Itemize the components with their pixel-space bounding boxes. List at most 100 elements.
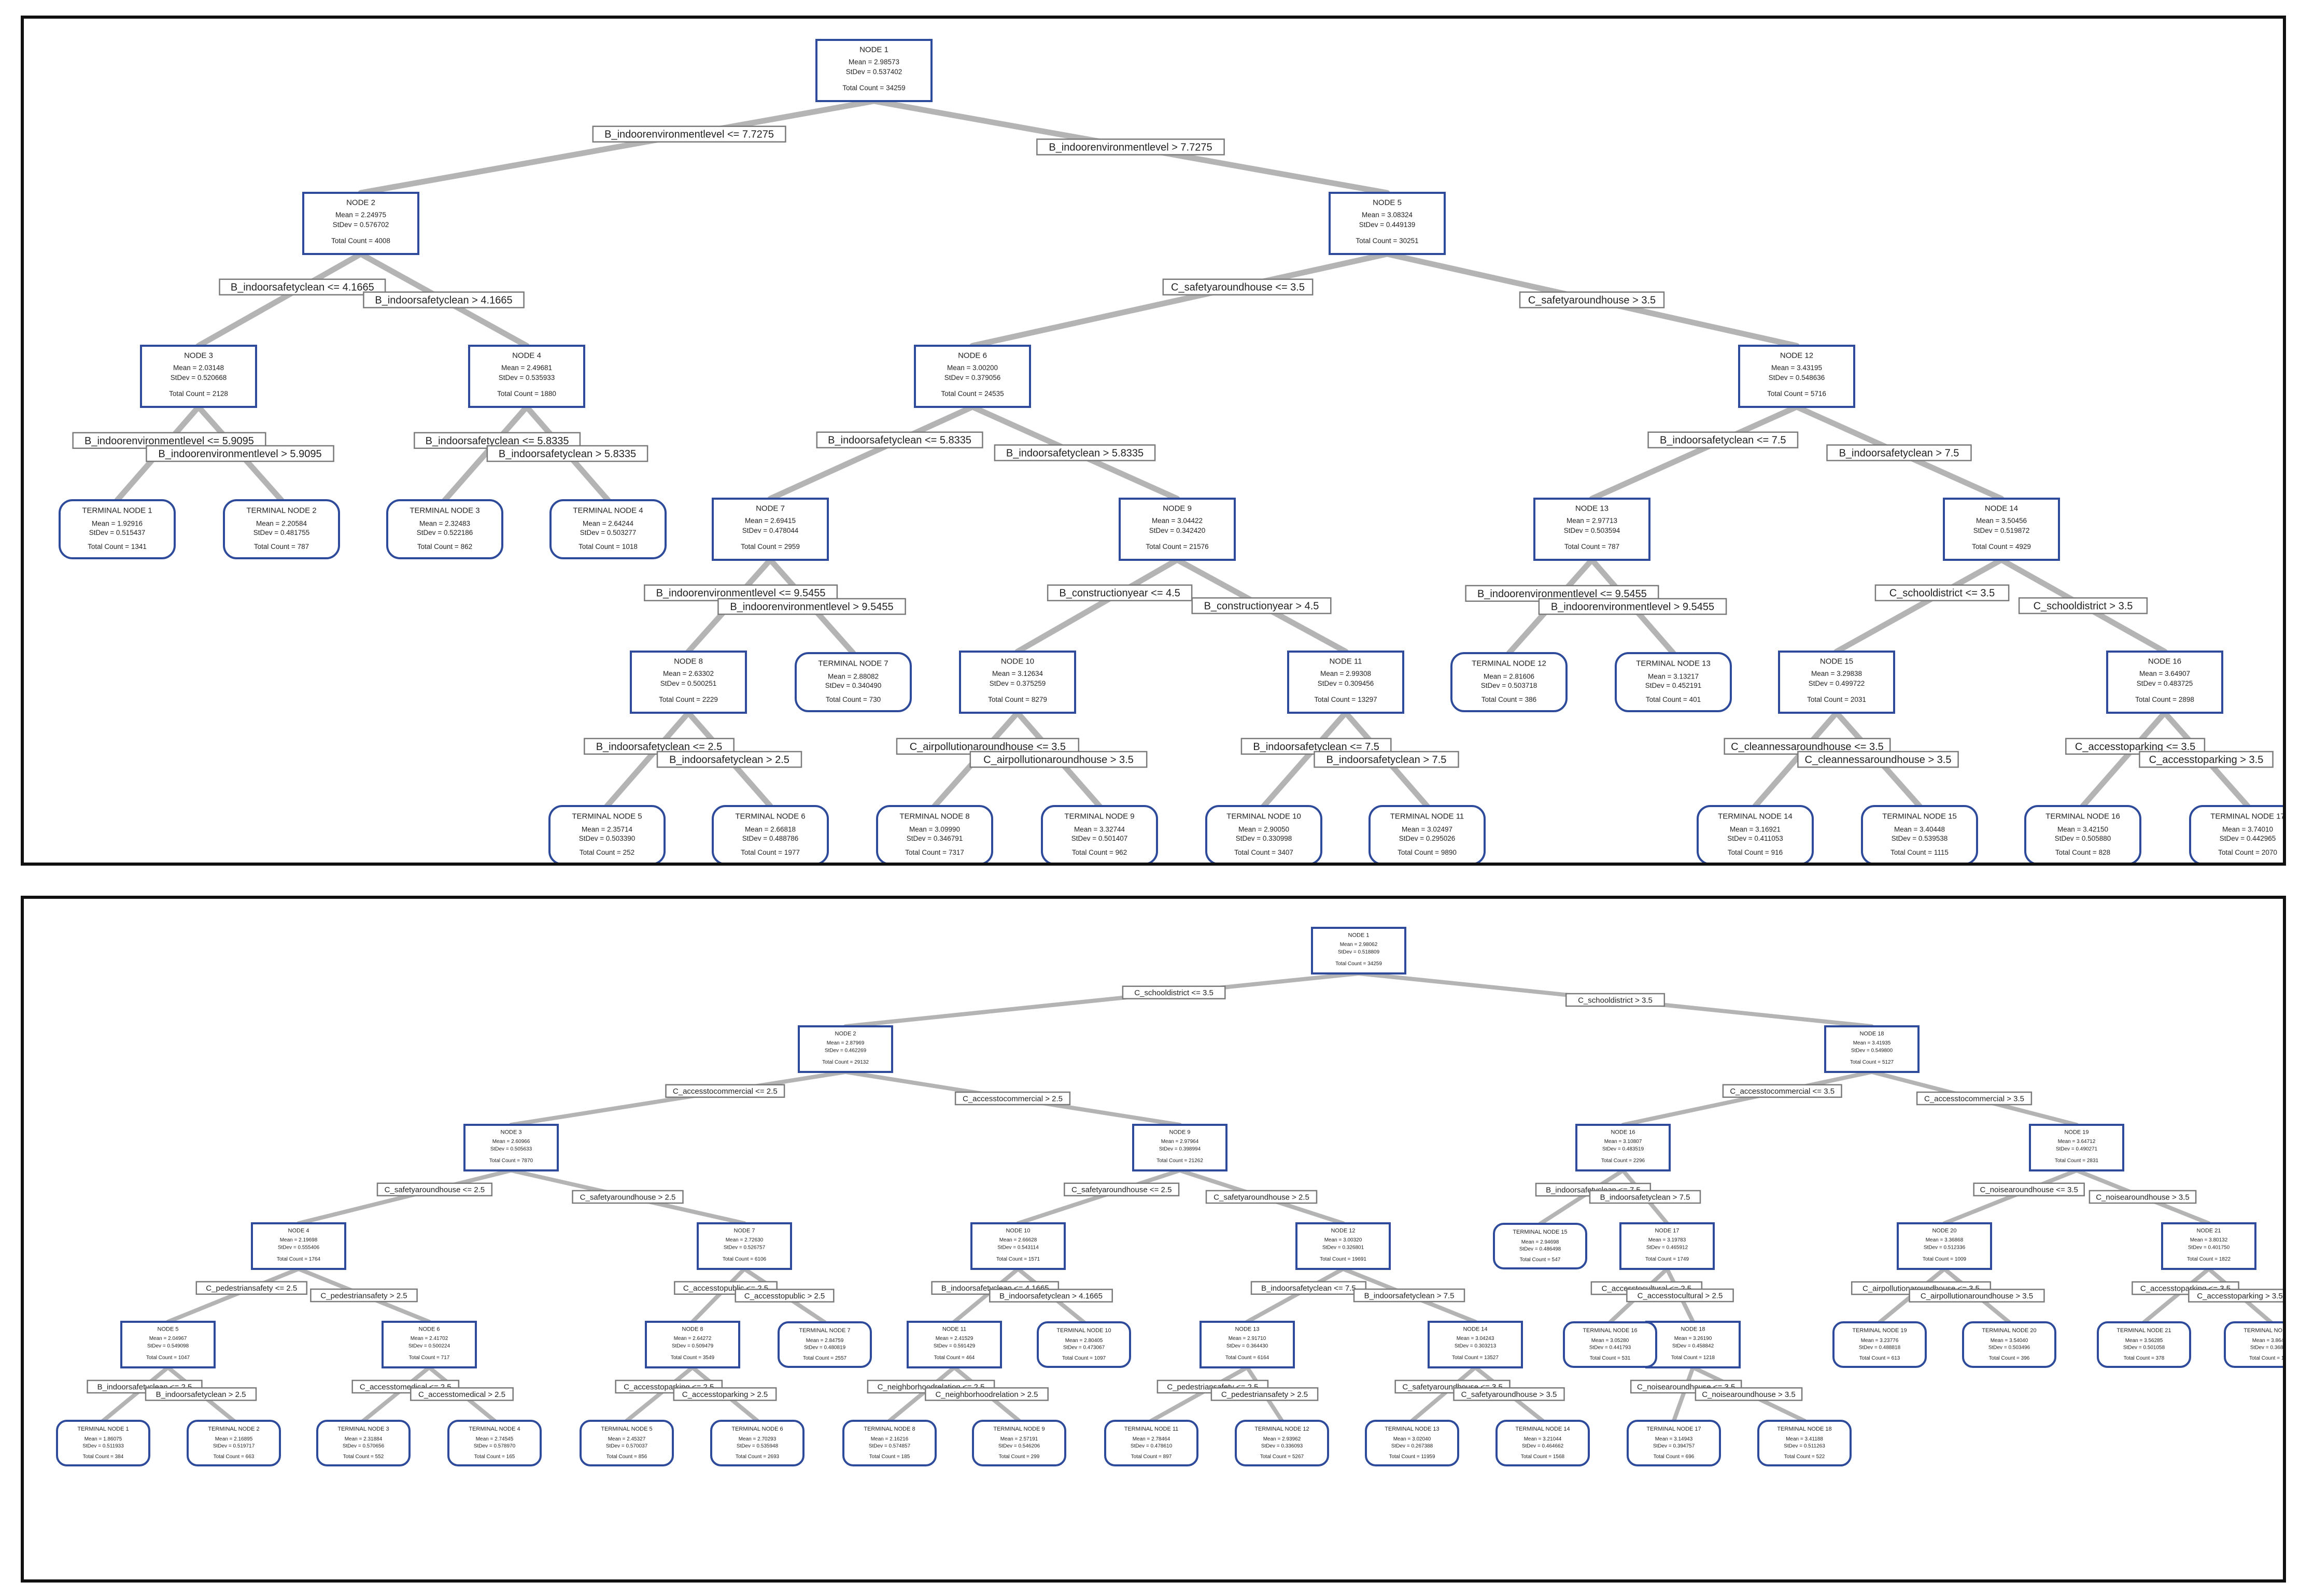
node-mean: Mean = 2.69415 bbox=[745, 517, 796, 525]
node-stdev: StDev = 0.465912 bbox=[1646, 1245, 1688, 1250]
tree-edge bbox=[358, 98, 877, 196]
node-stdev: StDev = 0.401750 bbox=[2188, 1245, 2230, 1250]
node-stdev: StDev = 0.503594 bbox=[1564, 527, 1620, 534]
terminal-mean: Mean = 2.32483 bbox=[419, 519, 470, 527]
terminal-count: Total Count = 401 bbox=[1646, 696, 1701, 703]
node-mean: Mean = 2.72630 bbox=[726, 1237, 764, 1243]
split-label: C_pedestriansafety > 2.5 bbox=[310, 1288, 418, 1303]
node-stdev: StDev = 0.576702 bbox=[333, 221, 389, 229]
terminal-stdev: StDev = 0.488786 bbox=[742, 835, 798, 842]
node-title: NODE 4 bbox=[288, 1228, 309, 1234]
split-rule: B_indoorsafetyclean > 4.1665 bbox=[375, 295, 512, 306]
split-label: B_indoorsafetyclean > 5.8335 bbox=[994, 444, 1156, 461]
terminal-stdev: StDev = 0.501058 bbox=[2123, 1345, 2165, 1351]
terminal-stdev: StDev = 0.570037 bbox=[606, 1444, 648, 1449]
terminal-title: TERMINAL NODE 15 bbox=[1513, 1229, 1567, 1235]
node-stdev: StDev = 0.483519 bbox=[1602, 1146, 1644, 1152]
terminal-count: Total Count = 828 bbox=[2055, 849, 2110, 856]
split-label: B_indoorenvironmentlevel <= 7.7275 bbox=[592, 125, 786, 143]
node-mean: Mean = 3.64712 bbox=[2058, 1139, 2096, 1145]
node-stdev: StDev = 0.505633 bbox=[490, 1146, 532, 1152]
split-rule: B_indoorsafetyclean > 5.8335 bbox=[499, 448, 636, 460]
terminal-mean: Mean = 3.23776 bbox=[1861, 1338, 1899, 1344]
node-stdev: StDev = 0.309456 bbox=[1318, 680, 1374, 687]
split-label: B_indoorenvironmentlevel > 5.9095 bbox=[146, 445, 334, 462]
split-rule: C_accesstocommercial <= 2.5 bbox=[673, 1087, 778, 1096]
split-rule: C_safetyaroundhouse <= 2.5 bbox=[385, 1185, 485, 1194]
tree-edge bbox=[690, 1267, 746, 1324]
split-label: B_indoorsafetyclean > 4.1665 bbox=[989, 1289, 1113, 1303]
split-label: C_schooldistrict > 3.5 bbox=[1565, 993, 1666, 1007]
split-label: C_accesstoparking > 3.5 bbox=[2139, 751, 2274, 768]
split-rule: B_indoorsafetyclean <= 5.8335 bbox=[426, 435, 569, 447]
split-label: C_schooldistrict <= 3.5 bbox=[1874, 584, 2010, 601]
split-rule: B_indoorsafetyclean > 5.8335 bbox=[1006, 448, 1144, 459]
node-mean: Mean = 3.64907 bbox=[2139, 670, 2190, 677]
split-label: B_indoorsafetyclean > 5.8335 bbox=[486, 445, 648, 462]
terminal-mean: Mean = 1.92916 bbox=[92, 519, 143, 527]
terminal-count: Total Count = 396 bbox=[1989, 1355, 2030, 1361]
terminal-count: Total Count = 522 bbox=[1784, 1454, 1825, 1460]
node-count: Total Count = 1749 bbox=[1645, 1256, 1689, 1262]
split-label: C_safetyaroundhouse <= 2.5 bbox=[1064, 1182, 1180, 1196]
tree-edge bbox=[166, 1267, 301, 1324]
tree-edge bbox=[969, 251, 1390, 349]
terminal-count: Total Count = 2070 bbox=[2218, 849, 2277, 856]
split-rule: C_schooldistrict > 3.5 bbox=[2034, 601, 2133, 612]
tree-edge bbox=[1016, 1168, 1182, 1225]
terminal-stdev: StDev = 0.505880 bbox=[2055, 835, 2111, 842]
split-labels: C_schooldistrict <= 3.5C_schooldistrict … bbox=[87, 985, 2283, 1401]
split-rule: C_accesstoparking <= 3.5 bbox=[2075, 741, 2195, 753]
split-rule: C_safetyaroundhouse <= 3.5 bbox=[1171, 282, 1305, 293]
split-label: C_schooldistrict > 3.5 bbox=[2018, 597, 2148, 614]
terminal-title: TERMINAL NODE 12 bbox=[1254, 1426, 1309, 1432]
split-rule: B_indoorenvironmentlevel > 7.7275 bbox=[1049, 142, 1212, 153]
node-title: NODE 8 bbox=[674, 657, 703, 666]
terminal-title: TERMINAL NODE 2 bbox=[208, 1426, 259, 1432]
node-title: NODE 7 bbox=[756, 504, 785, 513]
split-rule: C_safetyaroundhouse > 3.5 bbox=[1461, 1390, 1557, 1399]
node-count: Total Count = 29132 bbox=[822, 1060, 869, 1065]
split-rule: B_indoorsafetyclean > 7.5 bbox=[1364, 1291, 1455, 1300]
terminal-stdev: StDev = 0.488818 bbox=[1859, 1345, 1901, 1351]
terminal-mean: Mean = 2.90050 bbox=[1238, 825, 1289, 833]
terminal-stdev: StDev = 0.481755 bbox=[253, 529, 309, 536]
terminal-title: TERMINAL NODE 17 bbox=[2210, 812, 2283, 821]
node-title: NODE 6 bbox=[419, 1326, 440, 1333]
terminal-count: Total Count = 1341 bbox=[88, 543, 147, 550]
split-label: B_constructionyear <= 4.5 bbox=[1047, 584, 1193, 601]
node-count: Total Count = 787 bbox=[1564, 543, 1619, 550]
node-stdev: StDev = 0.375259 bbox=[990, 680, 1046, 687]
terminal-title: TERMINAL NODE 7 bbox=[818, 659, 888, 668]
node-count: Total Count = 21262 bbox=[1156, 1158, 1203, 1164]
terminal-mean: Mean = 3.16921 bbox=[1730, 825, 1781, 833]
node-mean: Mean = 3.43195 bbox=[1771, 364, 1822, 372]
split-label: C_noisearoundhouse > 3.5 bbox=[1695, 1387, 1803, 1401]
node-stdev: StDev = 0.543114 bbox=[997, 1245, 1039, 1250]
split-label: C_accesstoparking > 2.5 bbox=[673, 1387, 777, 1401]
terminal-stdev: StDev = 0.503277 bbox=[580, 529, 636, 536]
terminal-title: TERMINAL NODE 11 bbox=[1124, 1426, 1179, 1432]
terminal-stdev: StDev = 0.452191 bbox=[1645, 682, 1701, 689]
terminal-mean: Mean = 2.35714 bbox=[582, 825, 632, 833]
terminal-stdev: StDev = 0.546206 bbox=[998, 1444, 1040, 1449]
node-count: Total Count = 6106 bbox=[723, 1256, 767, 1262]
terminal-mean: Mean = 3.05280 bbox=[1591, 1338, 1629, 1344]
node-mean: Mean = 2.99308 bbox=[1320, 670, 1371, 677]
terminal-count: Total Count = 1097 bbox=[1062, 1355, 1106, 1361]
